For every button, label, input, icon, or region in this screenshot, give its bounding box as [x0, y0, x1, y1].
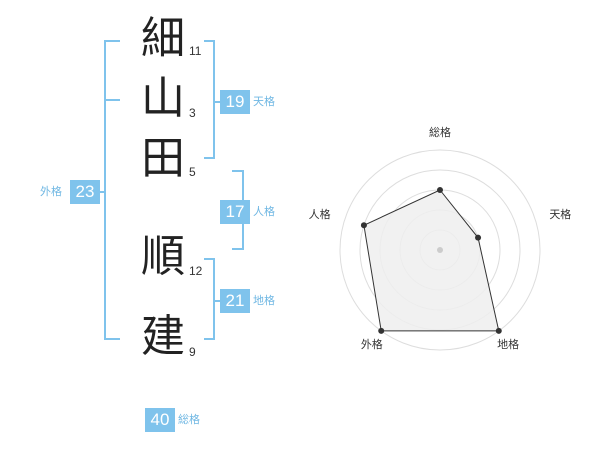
outer-bracket-mid: [104, 99, 120, 101]
name-char-1: 細: [141, 13, 185, 64]
chikaku-badge: 21: [220, 289, 250, 313]
name-char-2: 山: [141, 73, 185, 124]
radar-axis-label: 天格: [549, 207, 571, 221]
outer-bracket-bottom: [104, 338, 120, 340]
tenkaku-bracket-bottom: [204, 157, 215, 159]
jinkaku-badge: 17: [220, 200, 250, 224]
name-char-4: 順: [141, 231, 185, 282]
radar-score-polygon: [363, 189, 500, 332]
name-char-3: 田: [141, 133, 185, 184]
radar-axis-label: 人格: [309, 207, 331, 221]
radar-point: [495, 327, 502, 334]
radar-grid-ring: [339, 149, 541, 351]
outer-bracket-top: [104, 40, 120, 42]
soukaku-badge: 40: [145, 408, 175, 432]
tenkaku-bracket-top: [204, 40, 215, 42]
radar-point: [475, 234, 482, 241]
soukaku-label: 総格: [178, 413, 200, 426]
tenkaku-bracket-tick: [213, 101, 222, 103]
chikaku-bracket-bottom: [204, 338, 215, 340]
tenkaku-bracket-vertical: [213, 40, 215, 159]
chikaku-bracket-tick: [213, 300, 222, 302]
outer-bracket-vertical: [104, 40, 106, 340]
stroke-count-2: 3: [189, 106, 196, 120]
chikaku-bracket-vertical: [213, 258, 215, 340]
outer-bracket-tick: [96, 191, 106, 193]
radar-axis-label: 外格: [361, 337, 383, 351]
chikaku-label: 地格: [253, 294, 275, 307]
radar-point: [360, 222, 367, 229]
jinkaku-bracket-top: [232, 170, 244, 172]
gaikaku-badge: 23: [70, 180, 100, 204]
stroke-count-5: 9: [189, 345, 196, 359]
radar-center-dot: [437, 247, 443, 253]
stroke-count-3: 5: [189, 165, 196, 179]
stroke-count-4: 12: [189, 264, 203, 278]
jinkaku-label: 人格: [253, 205, 275, 218]
tenkaku-label: 天格: [253, 95, 275, 108]
radar-axis-label: 総格: [429, 125, 451, 139]
stroke-count-1: 11: [189, 44, 202, 58]
tenkaku-badge: 19: [220, 90, 250, 114]
radar-axis-label: 地格: [497, 337, 519, 351]
radar-point: [378, 327, 385, 334]
radar-point: [437, 187, 443, 193]
gaikaku-label: 外格: [40, 185, 62, 198]
jinkaku-bracket-bottom: [232, 248, 244, 250]
chikaku-bracket-top: [204, 258, 215, 260]
name-char-5: 建: [141, 311, 185, 362]
